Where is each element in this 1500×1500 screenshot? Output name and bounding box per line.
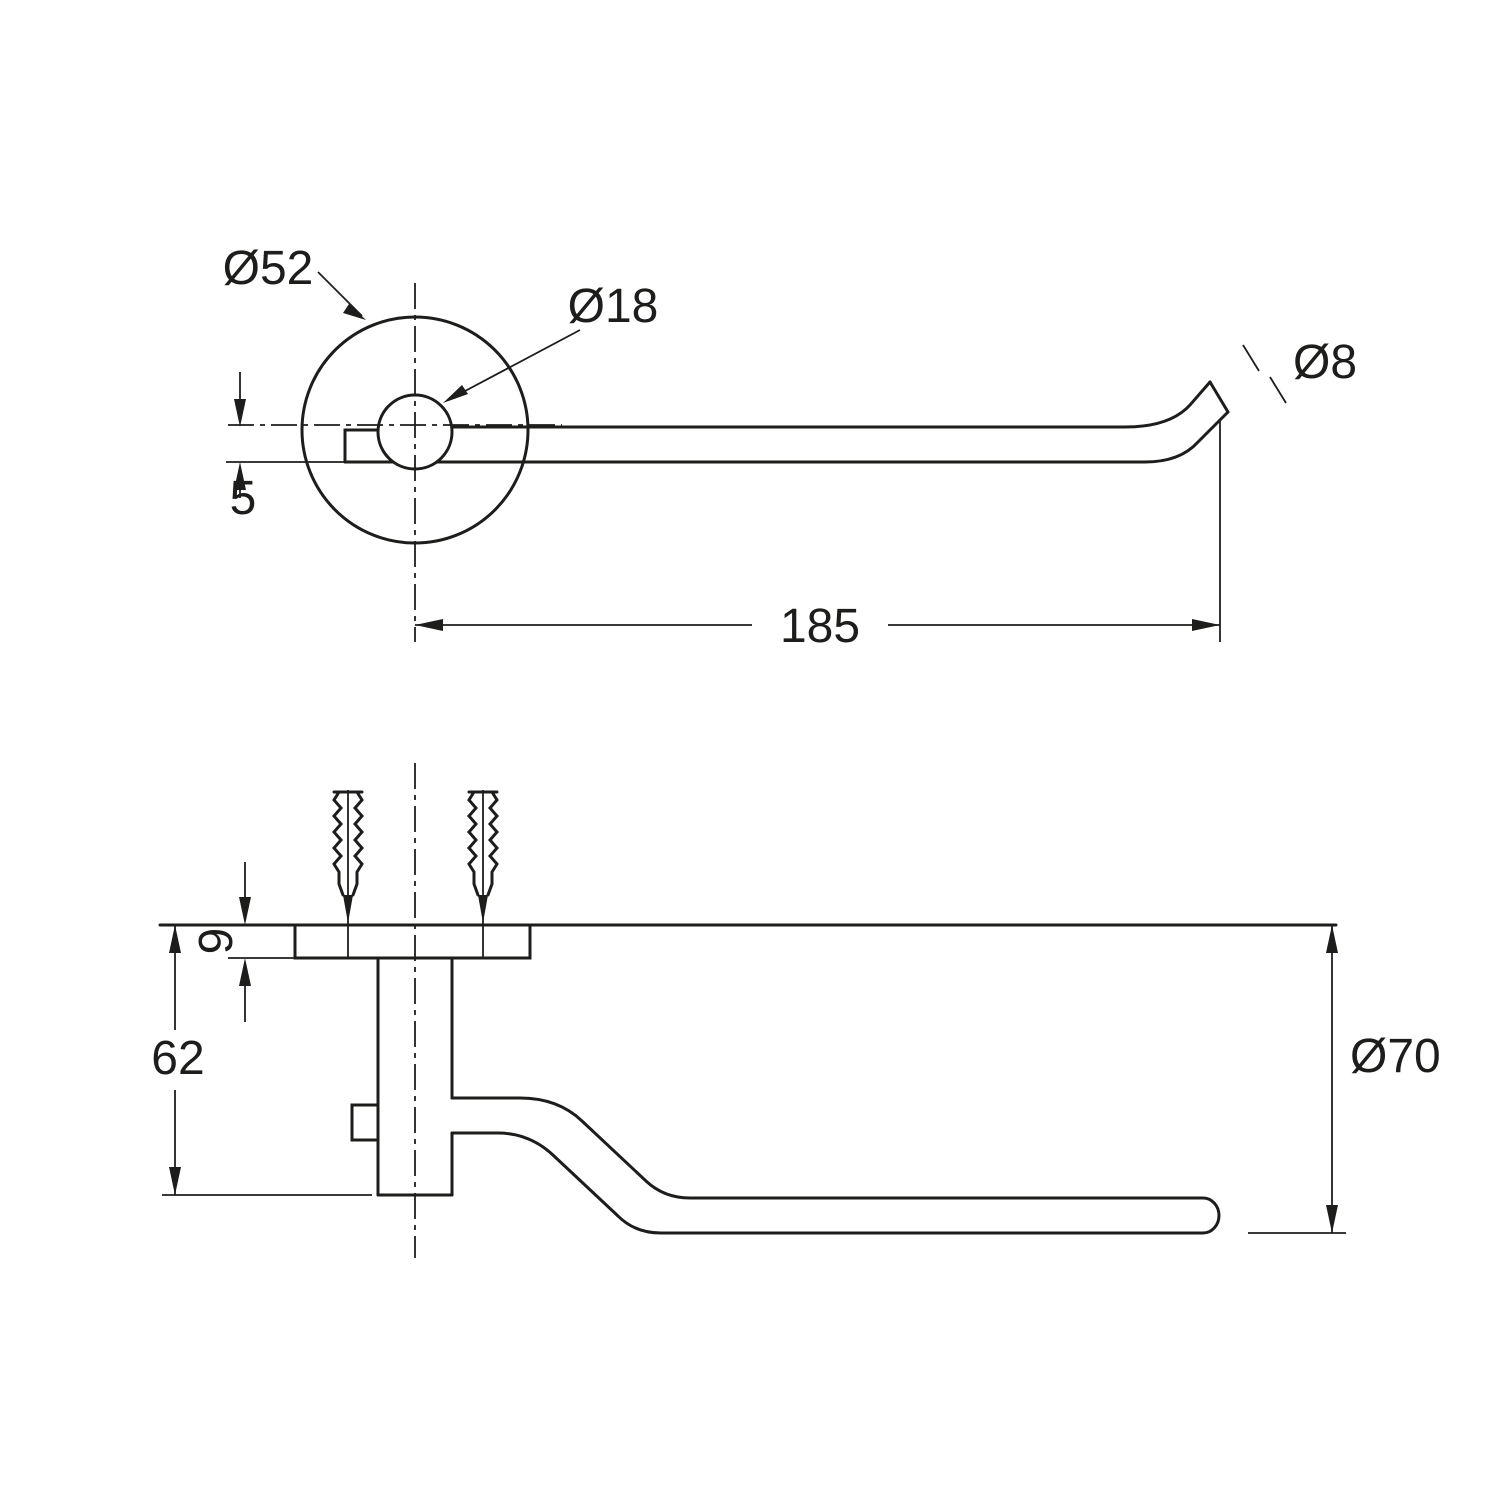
label-flange-diameter-front: Ø70 (1350, 1030, 1441, 1083)
flange-circle (300, 315, 530, 545)
dim-bar-diameter: Ø8 (1242, 336, 1357, 404)
label-bar-diameter: Ø8 (1293, 336, 1357, 389)
bar-outline-front-view (450, 1096, 1221, 1235)
dim-wall-projection: 62 (151, 925, 372, 1196)
front-view: 9 62 Ø70 (151, 763, 1441, 1258)
dim-flange-diameter-front: Ø70 (1248, 925, 1441, 1234)
hub-circle (376, 393, 454, 471)
leader-hub-diameter: Ø18 (443, 280, 658, 403)
label-plate-thickness: 9 (190, 928, 243, 955)
label-flange-diameter: Ø52 (223, 242, 314, 295)
dim-bar-thickness: 5 (226, 372, 345, 525)
dim-plate-thickness: 9 (190, 862, 295, 1022)
leader-flange-diameter: Ø52 (223, 242, 366, 320)
label-bar-thickness: 5 (230, 472, 257, 525)
label-wall-projection: 62 (151, 1032, 204, 1085)
mounting-plate (293, 923, 532, 960)
centerlines (228, 283, 562, 642)
label-bar-length: 185 (780, 600, 860, 653)
top-view: Ø52 Ø18 Ø8 5 1 (223, 242, 1357, 653)
post-outline (376, 956, 454, 1197)
wall-anchor-right (467, 788, 499, 960)
set-screw (350, 1103, 380, 1142)
wall-anchor-left (332, 788, 364, 960)
bar-outline-top-view (343, 380, 1230, 464)
label-hub-diameter: Ø18 (568, 280, 659, 333)
dim-bar-length: 185 (415, 420, 1221, 653)
